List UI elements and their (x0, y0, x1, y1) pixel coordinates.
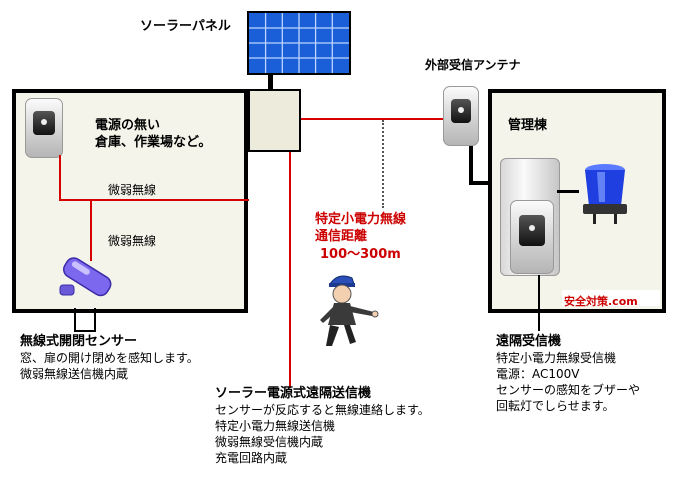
long-range-link-line (301, 118, 443, 120)
receiver-desc-1: 特定小電力無線受信機 (496, 351, 617, 365)
range-dotted-indicator (382, 120, 384, 208)
logo-text: 安全対策.com (564, 295, 638, 308)
sensor-bracket-left (74, 308, 76, 332)
transmitter-title: ソーラー電源式遠隔送信機 (215, 386, 372, 401)
receiver-desc-4: 回転灯でしらせます。 (496, 399, 615, 413)
sensor-bracket-bottom (74, 330, 96, 332)
transmitter-desc-1: センサーが反応すると無線連絡します。 (215, 403, 430, 417)
solar-cells-icon (249, 13, 349, 73)
transmitter-desc-2: 特定小電力無線送信機 (215, 419, 336, 433)
transmitter-desc-3: 微弱無線受信機内蔵 (215, 435, 324, 449)
receiver-desc-2: 電源：AC100V (496, 367, 580, 381)
weak-radio-line-horizontal (59, 199, 249, 201)
person-illustration (312, 270, 384, 350)
solar-panel-stand (268, 74, 273, 90)
antenna-cable-vertical (469, 146, 473, 184)
weak-radio-line-lower (90, 201, 92, 261)
sensor-bracket-right (94, 308, 96, 332)
weak-radio-line-upper (59, 155, 61, 201)
warehouse-text-line1: 電源の無い (95, 118, 161, 133)
weak-radio-label-2: 微弱無線 (108, 234, 157, 248)
receiver-to-lamp-wire (557, 190, 579, 193)
weak-radio-label-1: 微弱無線 (108, 183, 157, 197)
receiver-callout-line (538, 275, 540, 331)
site-logo: 安全対策.com (562, 290, 660, 308)
receiver-desc-3: センサーの感知をブザーや (496, 383, 641, 397)
solar-transmitter-box (248, 89, 301, 152)
specified-radio-line2: 通信距離 (315, 229, 368, 244)
solar-panel-label: ソーラーパネル (140, 19, 231, 34)
remote-receiver-device (510, 200, 554, 274)
antenna-label: 外部受信アンテナ (425, 58, 521, 72)
warehouse-text-line2: 倉庫、作業場など。 (95, 135, 212, 150)
transmitter-red-drop (289, 152, 291, 388)
external-antenna-device (443, 86, 479, 146)
specified-radio-line3: 100～300m (320, 247, 401, 262)
warehouse-sensor-device (25, 98, 63, 158)
transmitter-desc-4: 充電回路内蔵 (215, 451, 288, 465)
specified-radio-line1: 特定小電力無線 (315, 212, 407, 227)
sensor-desc-1: 窓、扉の開け閉めを感知します。 (20, 351, 199, 365)
sensor-title: 無線式開閉センサー (20, 334, 138, 349)
receiver-title: 遠隔受信機 (496, 334, 562, 349)
window-door-sensor-icon (58, 255, 116, 303)
rotating-lamp-icon (575, 150, 635, 230)
sensor-desc-2: 微弱無線送信機内蔵 (20, 367, 129, 381)
solar-panel (247, 11, 351, 75)
management-building-label: 管理棟 (508, 118, 548, 133)
